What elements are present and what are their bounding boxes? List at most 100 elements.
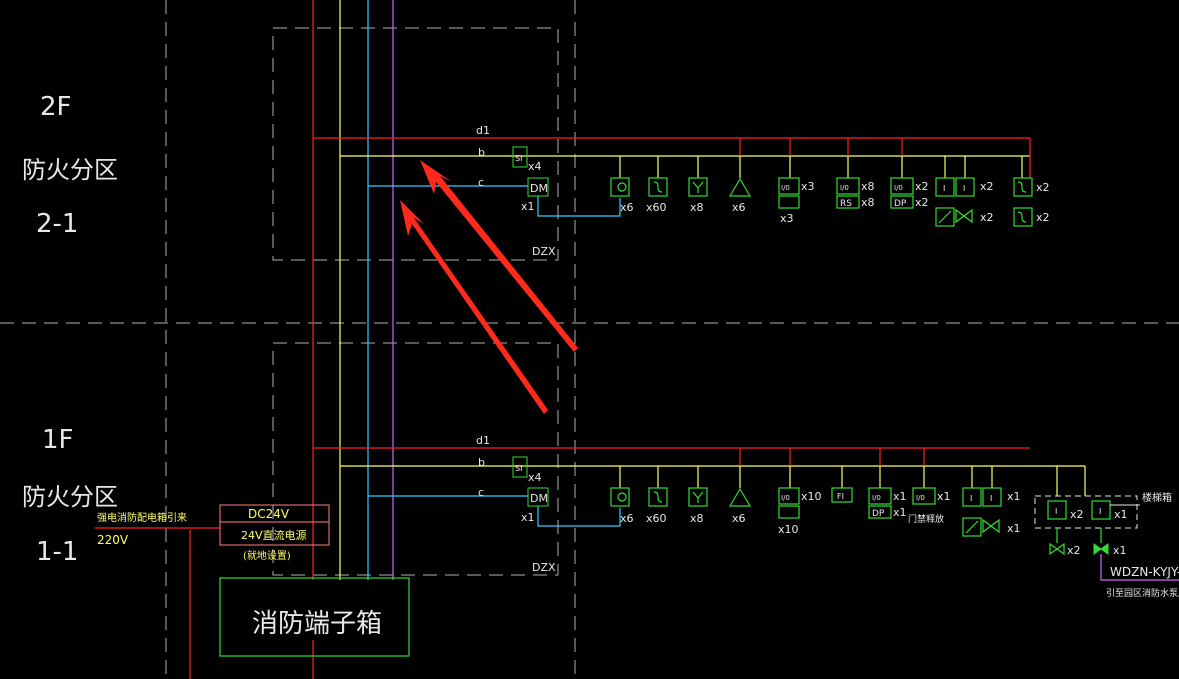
floor1-fi-module (831, 487, 853, 503)
floor2-valve (955, 208, 973, 224)
floor1-d1-label: d1 (476, 434, 490, 447)
annotation-arrow-upper (420, 160, 578, 352)
floor2-d1-label: d1 (476, 124, 490, 137)
floor1-si-module (512, 456, 528, 478)
floor2-switch2-qty: x2 (1036, 211, 1050, 224)
floor2-io1-sub-qty: x3 (780, 212, 794, 225)
floor1-hydrant-qty: x8 (690, 512, 704, 525)
floor2-io1-label: I/0 (781, 184, 790, 192)
annotation-arrow-lower (400, 200, 548, 414)
floor1-cable-line (1100, 554, 1179, 581)
floor1-module-pair-b (982, 487, 1002, 507)
floor1-c-label: c (478, 486, 484, 499)
floor1-io2-qty: x1 (893, 490, 907, 503)
floor2-si-module (512, 146, 528, 168)
floor2-dzx-frame (272, 27, 559, 261)
floor1-heat-detector (648, 487, 668, 507)
floor1-io1-qty: x10 (801, 490, 822, 503)
floor2-zone-name: 防火分区 (22, 156, 118, 184)
floor1-io-module-1 (778, 487, 800, 505)
floor1-pair-qty: x1 (1007, 490, 1021, 503)
floor1-io1-label: I/0 (781, 494, 790, 502)
floor2-switch1-qty: x2 (1036, 181, 1050, 194)
floor1-module-pair-a (962, 487, 982, 507)
floor2-b-label: b (478, 146, 485, 159)
floor2-io1-qty: x3 (801, 180, 815, 193)
floor1-valve-qty: x1 (1007, 522, 1021, 535)
floor1-cable-label: WDZN-KYJY- (1110, 565, 1179, 579)
floor2-module-pair-b (955, 177, 975, 197)
floor1-box-module-2 (1091, 500, 1111, 520)
power-psu-label: 24V直流电源 (241, 528, 307, 542)
floor2-io-module-1 (778, 177, 800, 195)
floor1-si-label: SI (515, 464, 522, 473)
floor2-alarm-qty: x6 (732, 201, 746, 214)
floor2-io-module-2 (836, 177, 860, 195)
floor2-io3-label: I/0 (894, 184, 903, 192)
floor1-zone-number: 1-1 (36, 537, 78, 567)
floor1-io3-qty: x1 (937, 490, 951, 503)
floor1-smoke-qty: x6 (620, 512, 634, 525)
floor2-label-group: 2F 防火分区 2-1 (22, 92, 118, 239)
floor1-alarm-qty: x6 (732, 512, 746, 525)
floor1-linkage-box (1034, 495, 1138, 529)
floor2-zone-number: 2-1 (36, 209, 78, 239)
floor2-damper (935, 207, 955, 227)
floor2-io2-qty: x8 (861, 180, 875, 193)
floor2-smoke-qty: x6 (620, 201, 634, 214)
floor2-module-pair-a (935, 177, 955, 197)
floor1-label: 1F (42, 425, 74, 455)
floor1-dp-qty: x1 (893, 506, 907, 519)
floor2-dp-label: DP (894, 199, 907, 209)
floor1-dm-label: DM (530, 492, 548, 505)
floor2-smoke-detector (610, 177, 630, 197)
floor2-alarm-horn (728, 177, 752, 197)
floor2-rs-qty: x8 (861, 196, 875, 209)
floor1-box2-label: I (1099, 507, 1101, 516)
power-dc-label: DC24V (248, 507, 290, 521)
floor1-dzx-frame (272, 342, 559, 576)
floor2-rs-label: RS (840, 199, 852, 209)
floor2-pair-label-a: I (943, 184, 945, 193)
floor1-io-module-2 (868, 487, 892, 505)
floor1-dm-qty: x1 (521, 511, 535, 524)
floor2-switch-1 (1013, 177, 1033, 197)
floor1-box1-qty: x2 (1070, 508, 1084, 521)
floor1-pump-note: 引至园区消防水泵房 (1106, 587, 1179, 599)
floor1-dm-module (527, 487, 549, 507)
floor2-label: 2F (40, 92, 72, 122)
floor1-box2-qty: x1 (1114, 508, 1128, 521)
floor2-dm-module (527, 177, 549, 197)
floor2-dm-qty: x1 (521, 200, 535, 213)
floor1-io2-label: I/0 (872, 494, 881, 502)
floor2-cyan-loop (537, 196, 621, 217)
floor1-si-qty: x4 (528, 471, 542, 484)
floor1-box-valve-1 (1049, 542, 1065, 556)
power-psu-note: (就地设置) (243, 549, 291, 562)
floor1-box-valve2-qty: x1 (1113, 544, 1127, 557)
floor1-linkage-label: 楼梯箱 (1142, 491, 1172, 504)
floor1-heat-qty: x60 (646, 512, 667, 525)
floor1-smoke-detector (610, 487, 630, 507)
floor2-switch-2 (1013, 207, 1033, 227)
floor1-door-release-label: 门禁释放 (908, 513, 944, 525)
fire-terminal-box (219, 577, 410, 657)
floor2-c-label: c (478, 176, 484, 189)
floor2-heat-detector (648, 177, 668, 197)
floor2-io3-qty: x2 (915, 180, 929, 193)
floor2-dm-label: DM (530, 182, 548, 195)
floor2-hydrant-button (688, 177, 708, 197)
floor2-heat-qty: x60 (646, 201, 667, 214)
floor1-box-valve-2 (1093, 543, 1109, 555)
floor1-cyan-loop (537, 506, 621, 527)
floor2-dzx-label: DZX (532, 245, 556, 258)
floor1-pair-label-b: I (990, 494, 992, 503)
floor2-si-qty: x4 (528, 160, 542, 173)
floor2-valve-qty: x2 (980, 211, 994, 224)
power-supply-box (219, 504, 330, 546)
floor1-alarm-horn (728, 487, 752, 507)
floor2-si-label: SI (515, 154, 522, 163)
floor2-io-module-3 (890, 177, 914, 195)
power-voltage-label: 220V (97, 533, 129, 547)
